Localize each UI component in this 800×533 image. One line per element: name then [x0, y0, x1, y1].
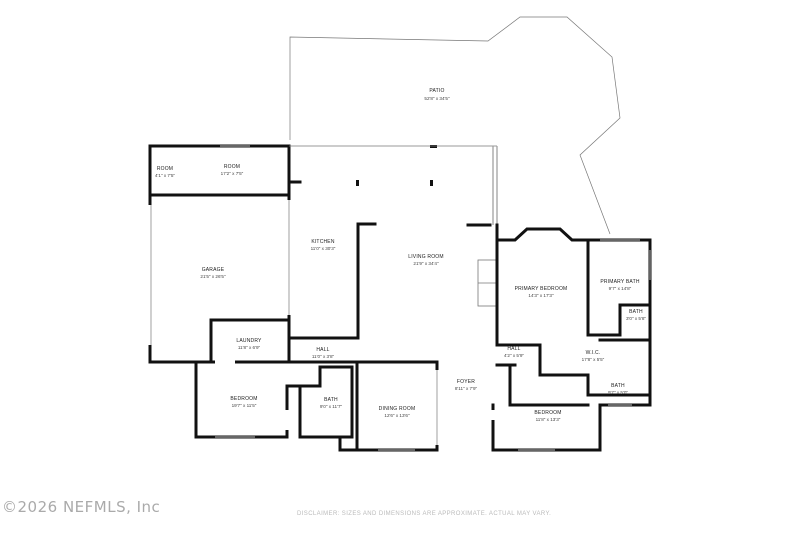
hall-right-label: HALL [507, 346, 520, 352]
primary-bedroom-dim: 14'3" x 17'3" [528, 293, 554, 298]
primary-bedroom-walls [495, 227, 590, 242]
bath-right-dim: 9'7" x 5'0" [608, 390, 628, 395]
hall-left-label: HALL [316, 347, 329, 353]
living-dim: 21'9" x 34'4" [413, 261, 439, 266]
bedroom-left-label: BEDROOM [230, 396, 257, 402]
bedroom-left-dim: 19'7" x 11'5" [232, 403, 257, 408]
garage-bottom-wall [148, 360, 289, 439]
bath-small-dim: 3'0" x 5'8" [626, 316, 646, 321]
primary-bath-inner [586, 303, 652, 337]
patio-dim: 52'8" x 34'5" [424, 96, 450, 101]
bath-left-walls [285, 384, 302, 439]
column [430, 145, 437, 148]
garage-dim: 21'5" x 26'5" [200, 274, 226, 279]
disclaimer-text: DISCLAIMER: SIZES AND DIMENSIONS ARE APP… [297, 511, 552, 517]
foyer-dim: 8'11" x 7'9" [455, 386, 478, 391]
room-small-dim: 4'1" x 7'5" [155, 173, 175, 178]
bath-right-label: BATH [611, 383, 625, 389]
hall-left-dim: 11'0" x 3'8" [312, 354, 335, 359]
watermark: ©2026 NEFMLS, Inc [2, 498, 161, 516]
room-small-label: ROOM [157, 166, 173, 172]
bedroom-right-label: BEDROOM [534, 410, 561, 416]
wic-label: W.I.C. [586, 350, 601, 356]
patio-outline [289, 16, 621, 235]
bedroom-right-dim: 11'8" x 13'3" [536, 417, 561, 422]
primary-bath-dim: 9'7" x 14'8" [609, 286, 632, 291]
foyer-label: FOYER [457, 379, 475, 385]
wic-dim: 17'8" x 5'5" [582, 357, 605, 362]
column [356, 180, 359, 186]
kitchen-dim: 11'0" x 30'3" [311, 246, 336, 251]
bath-left-dim: 9'0" x 11'7" [320, 404, 343, 409]
laundry-label: LAUNDRY [236, 338, 262, 344]
primary-bath-label: PRIMARY BATH [600, 279, 640, 285]
hall-right-dim: 4'2" x 5'9" [504, 353, 524, 358]
exterior-wall-garage [148, 144, 291, 364]
bath-left-label: BATH [324, 397, 338, 403]
room-large-dim: 17'2" x 7'5" [221, 171, 244, 176]
bath-left-outer [298, 365, 354, 439]
dining-dim: 12'6" x 13'6" [384, 413, 410, 418]
right-bedroom-top [508, 363, 590, 407]
living-label: LIVING ROOM [408, 254, 444, 260]
wic-walls [538, 343, 652, 397]
primary-bedroom-label: PRIMARY BEDROOM [515, 286, 568, 292]
right-bedroom-walls [491, 403, 652, 452]
dining-label: DINING ROOM [379, 406, 416, 412]
kitchen-label: KITCHEN [311, 239, 335, 245]
laundry-dim: 11'8" x 6'9" [238, 345, 261, 350]
room-large-label: ROOM [224, 164, 240, 170]
patio-label: PATIO [429, 88, 444, 94]
bath-small-label: BATH [629, 309, 643, 315]
column [430, 180, 433, 186]
garage-label: GARAGE [202, 267, 225, 273]
